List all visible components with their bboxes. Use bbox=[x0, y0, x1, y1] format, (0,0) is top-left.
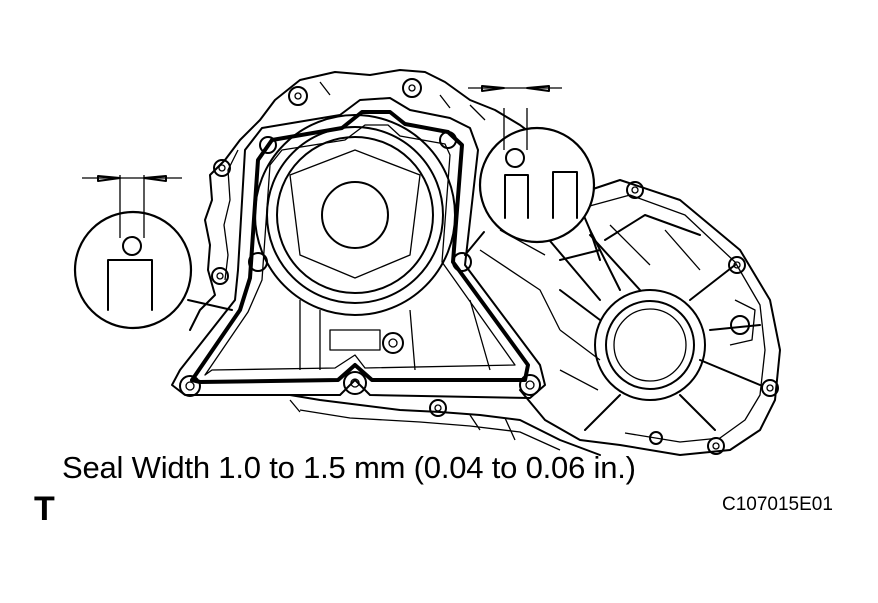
seal-width-caption: Seal Width 1.0 to 1.5 mm (0.04 to 0.06 i… bbox=[62, 450, 636, 485]
side-mark: T bbox=[34, 490, 55, 528]
seal-detail-left bbox=[73, 175, 233, 330]
seal-detail-right bbox=[464, 85, 596, 256]
figure-code: C107015E01 bbox=[722, 494, 833, 515]
rear-housing bbox=[519, 179, 781, 456]
